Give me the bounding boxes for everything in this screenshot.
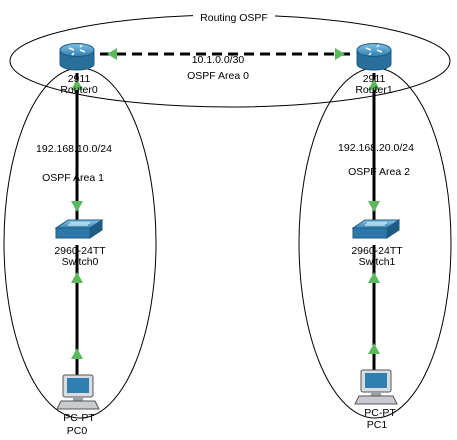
pc1[interactable]: PC-PT PC1 [354,369,398,431]
router1-name-label: Router1 [355,84,393,96]
left-network-label: 192.168.10.0/24 [36,143,112,155]
pc-icon [56,374,100,410]
link-status-up-icon [107,48,117,60]
router1[interactable]: 2911 Router1 [355,43,393,97]
link-status-up-icon [368,201,380,212]
router-icon [59,43,95,71]
link-status-up-icon [368,79,380,90]
pc0-name-label: PC0 [67,425,88,437]
link-status-up-icon [335,48,345,60]
diagram-title: Routing OSPF [200,12,268,24]
switch1-model-label: 2960-24TT [351,245,403,257]
switch-icon [351,219,401,239]
link-status-up-icon [71,79,83,90]
link-status-up-icon [368,272,380,283]
router1-model-label: 2911 [363,73,386,85]
switch1[interactable]: 2960-24TT Switch1 [351,219,403,268]
core-network-label: 10.1.0.0/30 [192,54,245,66]
link-status-up-icon [71,348,83,359]
link-status-up-icon [368,343,380,354]
router-icon [356,43,392,71]
pc-icon [354,369,398,405]
left-area-label: OSPF Area 1 [42,172,104,184]
router0[interactable]: 2911 Router0 [59,43,98,97]
pc0-model-label: PC-PT [63,412,95,424]
router0-name-label: Router0 [60,84,98,96]
pc1-name-label: PC1 [367,419,388,431]
switch-icon [54,219,104,239]
switch0[interactable]: 2960-24TT Switch0 [54,219,106,268]
switch1-name-label: Switch1 [359,256,396,268]
router0-model-label: 2911 [68,73,91,85]
right-network-label: 192.168.20.0/24 [338,142,414,154]
link-status-up-icon [71,272,83,283]
core-area-label: OSPF Area 0 [187,70,249,82]
switch0-model-label: 2960-24TT [54,245,106,257]
switch0-name-label: Switch0 [62,256,99,268]
ospf-area-1-boundary [3,67,157,419]
pc1-model-label: PC-PT [364,407,396,419]
link-status-up-icon [71,201,83,212]
right-area-label: OSPF Area 2 [348,166,410,178]
pc0[interactable]: PC-PT PC0 [56,374,100,437]
